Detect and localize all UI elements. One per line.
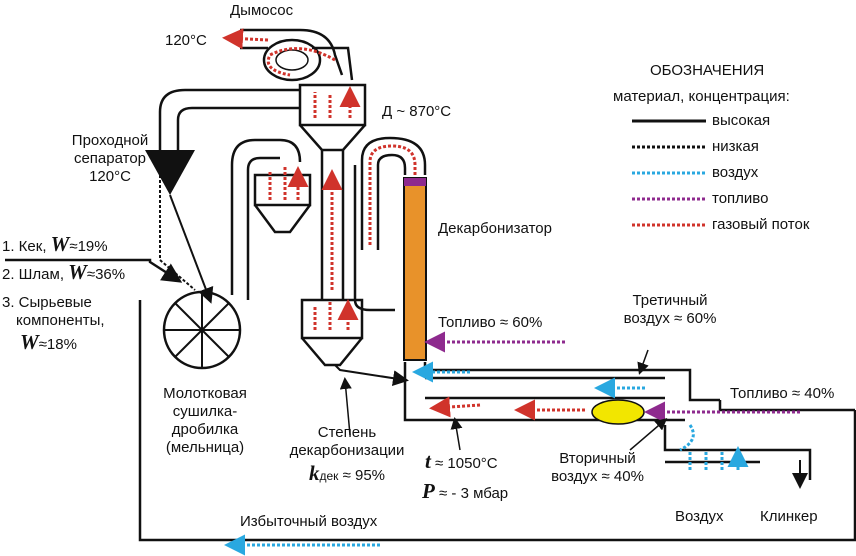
pressure-label: P ≈ - 3 мбар bbox=[422, 479, 509, 503]
tertiary-air-leader bbox=[637, 349, 649, 375]
d-temp-label: Д ~ 870°C bbox=[382, 103, 452, 120]
exhauster-fan bbox=[240, 28, 354, 82]
t-symbol: t bbox=[425, 449, 431, 473]
separator bbox=[145, 150, 214, 304]
feed2-text: 2. Шлам, bbox=[2, 266, 69, 283]
feed3-line1: 3. Сырьевые bbox=[2, 294, 92, 311]
k-symbol: k bbox=[308, 461, 320, 485]
gooseneck-gas bbox=[368, 144, 417, 245]
air-label: Воздух bbox=[675, 508, 724, 525]
excess-air-label: Избыточный воздух bbox=[240, 513, 378, 530]
feed1-text: 1. Кек, bbox=[2, 238, 51, 255]
k-value-line: kдек ≈ 95% bbox=[282, 461, 412, 485]
legend-subtitle: материал, концентрация: bbox=[613, 88, 790, 105]
exhauster-gas-flow bbox=[266, 47, 336, 77]
p-symbol: P bbox=[422, 479, 435, 503]
mill-label-line3: дробилка bbox=[171, 421, 239, 438]
legend-item-low: низкая bbox=[712, 138, 759, 155]
top-cyclone bbox=[298, 83, 367, 165]
separator-label-line2: сепаратор bbox=[73, 150, 147, 167]
mill-label-line2: сушилка- bbox=[172, 403, 238, 420]
legend-item-gas: газовый поток bbox=[712, 216, 810, 233]
temperature-leader bbox=[450, 417, 463, 451]
feed2-label: 2. Шлам, W≈36% bbox=[2, 260, 126, 284]
exhauster-label: Дымосос bbox=[230, 2, 294, 19]
decarb-degree-line1: Степень bbox=[317, 424, 377, 441]
kiln-gas-1 bbox=[429, 396, 481, 418]
feed1-value: ≈19% bbox=[69, 238, 108, 255]
decarb-degree-line2: декарбонизации bbox=[289, 442, 405, 459]
p-value: ≈ - 3 мбар bbox=[439, 485, 509, 502]
legend-item-high: высокая bbox=[712, 112, 771, 129]
middle-cyclone bbox=[253, 173, 312, 234]
secondary-air-line1: Вторичный bbox=[559, 450, 636, 467]
mill-label: Молотковая сушилка- дробилка (мельница) bbox=[150, 385, 260, 457]
mill-riser bbox=[230, 138, 302, 300]
hammer-mill bbox=[162, 290, 242, 370]
gooseneck bbox=[360, 136, 427, 250]
feed3-line3: W≈18% bbox=[2, 330, 105, 354]
lower-cyclone-gas bbox=[313, 302, 348, 330]
tertiary-air-label: Третичный воздух ≈ 60% bbox=[600, 292, 740, 328]
feed1-label: 1. Кек, W≈19% bbox=[2, 232, 108, 256]
fuel60-label: Топливо ≈ 60% bbox=[438, 314, 543, 331]
kiln-flame bbox=[591, 399, 645, 425]
exhaust-outlet-flow bbox=[222, 28, 269, 50]
separator-temp: 120°C bbox=[89, 168, 131, 185]
legend-item-air: воздух bbox=[712, 164, 759, 181]
top-cyclone-gas bbox=[313, 92, 350, 118]
decarb-degree-label: Степень декарбонизации kдек ≈ 95% bbox=[282, 424, 412, 485]
feed-line bbox=[5, 258, 183, 283]
k-subscript: дек bbox=[319, 469, 339, 483]
middle-cyclone-gas bbox=[268, 165, 298, 200]
secondary-air-leader bbox=[629, 418, 668, 451]
mill-label-line4: (мельница) bbox=[165, 439, 245, 456]
feed3-value: ≈18% bbox=[38, 336, 77, 353]
legend-item-fuel: топливо bbox=[712, 190, 769, 207]
decarbonizer-top-band bbox=[404, 178, 426, 186]
secondary-air-label: Вторичный воздух ≈ 40% bbox=[540, 450, 655, 486]
feed3-line2: компоненты, bbox=[16, 312, 105, 329]
legend-swatches bbox=[632, 119, 706, 227]
k-value: ≈ 95% bbox=[342, 467, 386, 484]
exhaust-temp-label: 120°C bbox=[165, 32, 207, 49]
secondary-air-line2: воздух ≈ 40% bbox=[551, 468, 644, 485]
lower-cyclone-outlet bbox=[334, 364, 409, 387]
tertiary-air-line2: воздух ≈ 60% bbox=[623, 310, 717, 327]
feed3-symbol: W bbox=[20, 330, 39, 354]
separator-label-line1: Проходной bbox=[71, 132, 149, 149]
clinker-label: Клинкер bbox=[760, 508, 818, 525]
feed1-symbol: W bbox=[50, 232, 70, 256]
decarbonizer-label: Декарбонизатор bbox=[438, 220, 552, 237]
mill-label-line1: Молотковая bbox=[163, 385, 247, 402]
tertiary-air-line1: Третичный bbox=[632, 292, 708, 309]
lower-cyclone bbox=[300, 298, 364, 367]
separator-label: Проходной сепаратор 120°C bbox=[45, 132, 175, 186]
feed2-value: ≈36% bbox=[86, 266, 126, 283]
fuel40-label: Топливо ≈ 40% bbox=[730, 385, 835, 402]
secondary-air-flow bbox=[679, 424, 695, 452]
decarb-degree-leader bbox=[339, 377, 352, 436]
feed2-symbol: W bbox=[68, 260, 87, 284]
t-value: ≈ 1050°C bbox=[435, 455, 498, 472]
separator-duct bbox=[158, 88, 300, 150]
decarbonizer-column bbox=[403, 177, 427, 361]
feed3-label: 3. Сырьевые компоненты, W≈18% bbox=[2, 294, 105, 354]
temperature-label: t ≈ 1050°C bbox=[425, 449, 498, 473]
legend-title: ОБОЗНАЧЕНИЯ bbox=[650, 62, 765, 79]
